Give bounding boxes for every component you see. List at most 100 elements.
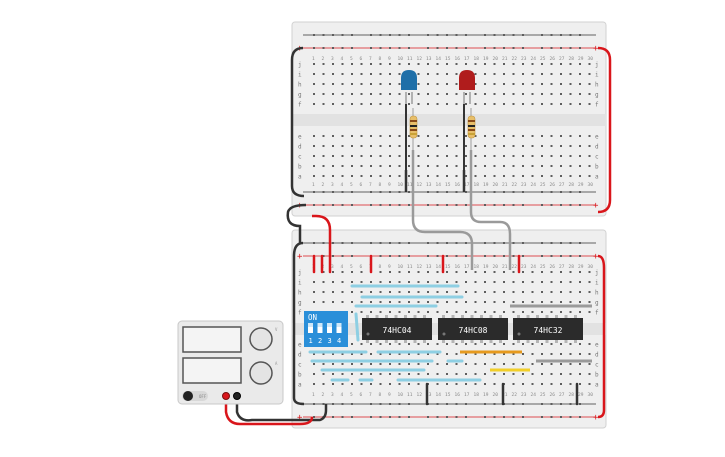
rail-hole (493, 34, 496, 36)
power-link-wire[interactable] (312, 214, 332, 244)
hole (370, 281, 372, 283)
top-left-ground-wire[interactable] (290, 46, 305, 198)
row-label: d (298, 352, 302, 359)
hole (389, 343, 391, 345)
red-led[interactable] (459, 70, 475, 104)
hole (389, 73, 391, 75)
signal-wire-blue-led[interactable] (411, 150, 474, 270)
rail-hole (550, 34, 553, 36)
bottom-left-ground-wire[interactable] (292, 241, 305, 406)
hole (408, 353, 410, 355)
resistor-2[interactable] (467, 108, 476, 150)
rail-hole (427, 191, 429, 193)
hole (474, 155, 477, 157)
chip-pin (499, 339, 502, 343)
rail-hole (313, 191, 315, 193)
column-number: 1 (312, 392, 315, 398)
column-number: 25 (540, 392, 546, 398)
hole (531, 271, 534, 273)
rail-hole (512, 403, 515, 405)
rail-hole (408, 204, 410, 206)
rail-hole (436, 34, 439, 36)
ps-ground-lead[interactable] (235, 398, 328, 422)
hole (569, 145, 572, 147)
negative-terminal[interactable] (233, 392, 241, 400)
column-number: 2 (322, 182, 325, 188)
hole (474, 353, 477, 355)
chip-label: 74HC32 (534, 326, 563, 335)
hole (550, 93, 553, 95)
chip-74hc08[interactable]: 74HC08 (438, 315, 508, 343)
blue-wire[interactable] (354, 312, 360, 342)
ps-power-lead[interactable] (224, 398, 314, 426)
hole (341, 145, 344, 147)
rail-hole (379, 403, 382, 405)
hole (417, 73, 420, 75)
blue-led[interactable] (401, 70, 417, 104)
hole (588, 353, 591, 355)
hole (550, 73, 553, 75)
hole (474, 383, 477, 385)
signal-wire-red-led[interactable] (469, 150, 512, 270)
rail-hole (569, 242, 572, 244)
voltage-knob[interactable] (249, 327, 273, 351)
column-number: 24 (531, 392, 537, 398)
hole (398, 63, 401, 65)
hole (417, 93, 420, 95)
hole (493, 383, 496, 385)
hole (313, 83, 315, 85)
hole (531, 155, 534, 157)
hole (531, 83, 534, 85)
positive-terminal[interactable] (222, 392, 230, 400)
resistor-band (468, 129, 475, 131)
rail-hole (341, 242, 344, 244)
hole (493, 271, 496, 273)
column-number: 4 (341, 182, 344, 188)
dip-toggle[interactable] (336, 323, 342, 333)
hole (360, 175, 363, 177)
power-supply[interactable]: V A OFF (177, 320, 284, 405)
hole (569, 363, 572, 365)
hole (427, 175, 429, 177)
hole (446, 83, 448, 85)
jumpers[interactable] (312, 242, 579, 406)
blue-wires[interactable] (308, 284, 482, 382)
chip-pins (366, 315, 426, 343)
dip-toggle[interactable] (317, 323, 323, 333)
hole (408, 93, 410, 95)
chip-pin (461, 315, 464, 319)
power-switch-knob[interactable] (183, 391, 193, 401)
chip-74hc04[interactable]: 74HC04 (362, 315, 432, 343)
rail-hole (579, 191, 581, 193)
hole (512, 311, 515, 313)
hole (351, 373, 353, 375)
row-label: h (298, 290, 302, 297)
hole (398, 291, 401, 293)
column-number: 21 (502, 392, 508, 398)
hole (332, 353, 334, 355)
column-number: 19 (483, 264, 489, 270)
column-number: 10 (398, 182, 404, 188)
bottom-right-power-wire[interactable] (597, 254, 606, 419)
chip-74hc32[interactable]: 74HC32 (513, 315, 583, 343)
hole (360, 83, 363, 85)
dip-toggle[interactable] (327, 323, 332, 333)
rail-hole (341, 416, 344, 418)
hole (417, 353, 420, 355)
current-knob[interactable] (249, 361, 273, 385)
dip-toggle[interactable] (308, 323, 313, 333)
hole (503, 363, 505, 365)
resistor-1[interactable] (409, 108, 418, 150)
rail-hole (351, 242, 353, 244)
hole (465, 165, 467, 167)
rail-hole (569, 403, 572, 405)
column-number: 1 (312, 182, 315, 188)
hole (379, 353, 382, 355)
hole (465, 291, 467, 293)
hole (550, 271, 553, 273)
hole (427, 145, 429, 147)
top-right-power-wire[interactable] (597, 46, 612, 214)
rail-hole (436, 255, 439, 257)
ground-link-wire[interactable] (286, 203, 307, 244)
